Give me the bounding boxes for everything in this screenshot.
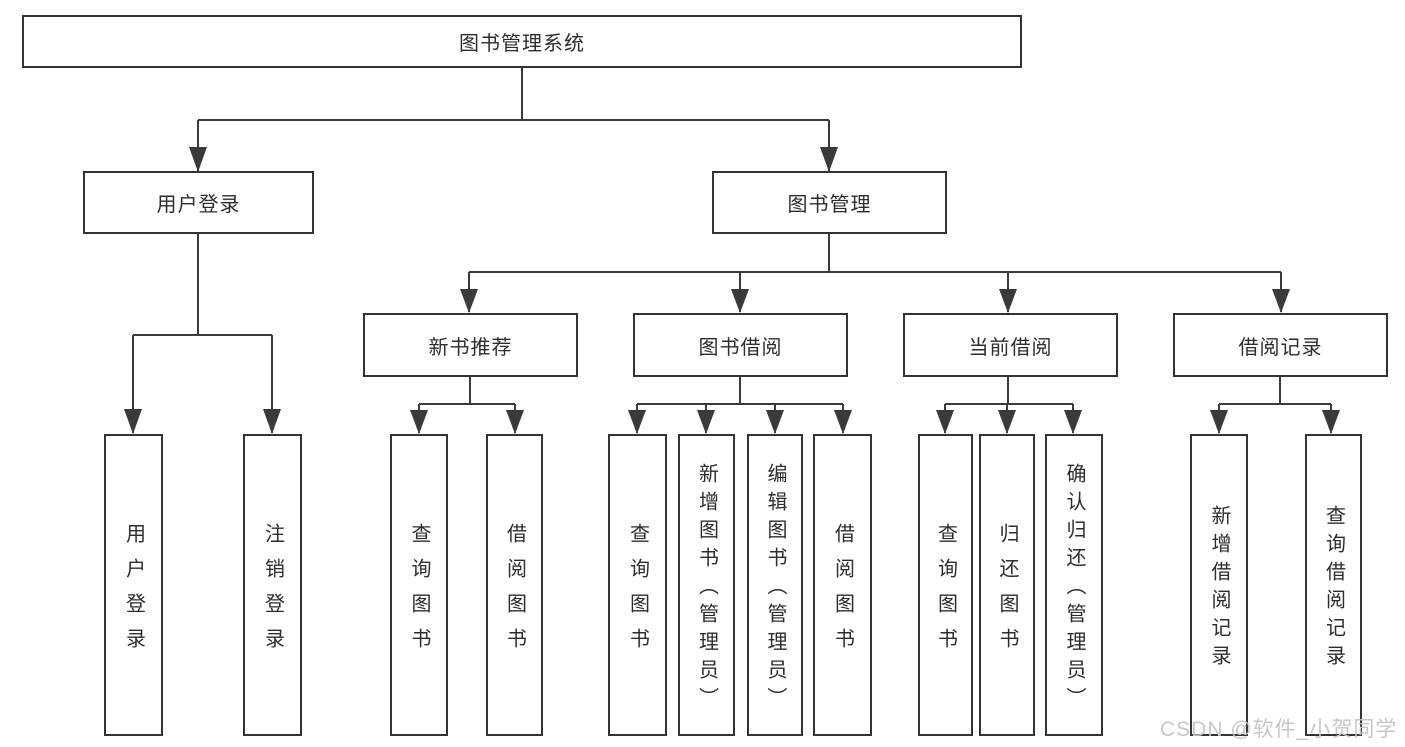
leaf-query-books-borrowing: 查询图书 xyxy=(608,434,667,736)
root-label: 图书管理系统 xyxy=(459,33,585,55)
node-label: 用户登录 xyxy=(156,194,241,216)
leaf-query-books-current: 查询图书 xyxy=(918,434,973,736)
node-current-borrowing: 当前借阅 xyxy=(903,313,1118,377)
node-label: 图书借阅 xyxy=(698,336,783,359)
leaf-add-borrow-record: 新增借阅记录 xyxy=(1190,434,1248,736)
node-borrowing-records: 借阅记录 xyxy=(1173,313,1388,377)
node-book-borrowing: 图书借阅 xyxy=(633,313,848,377)
node-new-book-recommendation: 新书推荐 xyxy=(363,313,578,377)
arrowheads xyxy=(124,147,1340,434)
node-label: 图书管理 xyxy=(787,194,872,216)
node-library-management-system: 图书管理系统 xyxy=(22,15,1022,68)
leaf-logout: 注销登录 xyxy=(243,434,302,736)
leaf-query-books-recommend: 查询图书 xyxy=(390,434,448,736)
node-label: 当前借阅 xyxy=(968,336,1053,359)
leaf-add-book-admin: 新增图书（管理员） xyxy=(678,434,735,736)
leaf-borrow-books-recommend: 借阅图书 xyxy=(486,434,543,736)
node-label: 新书推荐 xyxy=(428,336,513,359)
node-user-login: 用户登录 xyxy=(83,171,314,234)
leaf-confirm-return-admin: 确认归还（管理员） xyxy=(1045,434,1103,736)
leaf-edit-book-admin: 编辑图书（管理员） xyxy=(747,434,803,736)
node-book-management: 图书管理 xyxy=(712,171,947,234)
csdn-watermark: CSDN @软件_小贺同学 xyxy=(1160,718,1398,741)
leaf-user-login: 用户登录 xyxy=(104,434,163,736)
leaf-borrow-books-borrowing: 借阅图书 xyxy=(813,434,872,736)
leaf-query-borrow-record: 查询借阅记录 xyxy=(1305,434,1362,736)
leaf-return-book: 归还图书 xyxy=(979,434,1035,736)
node-label: 借阅记录 xyxy=(1238,336,1323,359)
